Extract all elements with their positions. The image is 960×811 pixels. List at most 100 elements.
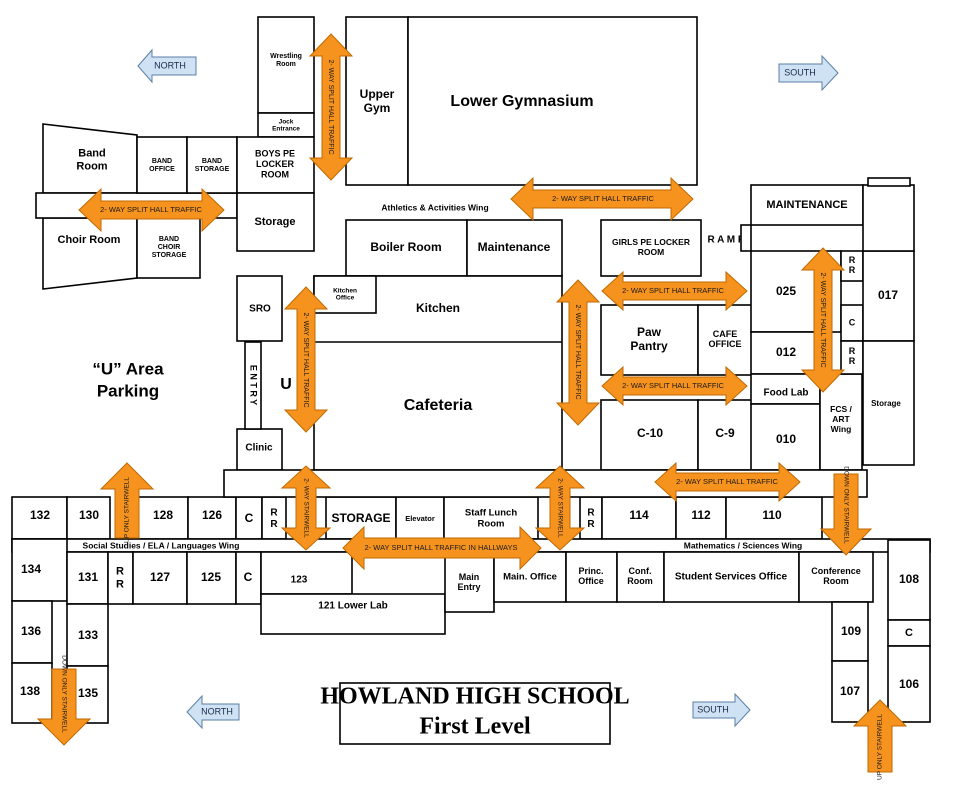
arrow-label: 2- WAY SPLIT HALL TRAFFIC — [302, 312, 309, 407]
up-only-stairwell-left: UP ONLY STAIRWELL — [99, 462, 155, 543]
arrow-label: 2- WAY SPLIT HALL TRAFFIC — [622, 381, 724, 390]
ramp-stub — [740, 224, 752, 252]
room-109 — [831, 601, 869, 662]
student-services-office — [663, 551, 800, 603]
title-line2: First Level — [419, 714, 531, 740]
arrow-label: UP ONLY STAIRWELL — [124, 477, 131, 543]
label-c-lower-left: C — [244, 570, 253, 584]
label-133: 133 — [78, 628, 98, 642]
girls-pe-locker-room — [600, 219, 702, 277]
room-107 — [831, 660, 869, 723]
label-social-wing: Social Studies / ELA / Languages Wing — [83, 540, 240, 550]
label-clinic: Clinic — [245, 443, 273, 454]
label-maintenance-top: MAINTENANCE — [766, 199, 847, 211]
label-main-office: Main. Office — [503, 572, 557, 583]
label-food-lab: Food Lab — [764, 388, 809, 399]
arrow-label: DOWN ONLY STAIRWELL — [60, 655, 67, 733]
south-arrow-icon — [692, 692, 751, 728]
label-maintenance-mid: Maintenance — [478, 240, 551, 254]
room-138 — [11, 662, 53, 724]
label-128: 128 — [153, 508, 173, 522]
parking-line2: Parking — [97, 381, 159, 400]
two-way-arrow-icon — [555, 279, 601, 426]
label-114: 114 — [629, 508, 649, 522]
parking-line1: “U” Area — [92, 359, 164, 378]
arrow-label: DOWN ONLY STAIRWELL — [842, 466, 849, 544]
label-108: 108 — [899, 572, 919, 586]
traffic-arrow-cafeteria: 2- WAY SPLIT HALL TRAFFIC — [555, 279, 601, 426]
room-130 — [66, 496, 111, 540]
traffic-arrow-hallways: 2- WAY SPLIT HALL TRAFFIC IN HALLWAYS — [342, 525, 542, 571]
down-only-stairwell-right: DOWN ONLY STAIRWELL — [819, 466, 873, 556]
arrow-label: UP ONLY STAIRWELL — [877, 714, 884, 780]
room-114 — [601, 496, 677, 540]
lower-gymnasium — [407, 16, 698, 186]
two-way-arrow-icon — [601, 365, 748, 407]
band-storage — [186, 136, 238, 194]
title-box: HOWLAND HIGH SCHOOL First Level — [320, 682, 630, 745]
label-c-017: C — [849, 317, 856, 327]
princ-office — [565, 551, 618, 603]
two-way-stairwell-mid: 2- WAY STAIRWELL — [534, 465, 586, 551]
down-arrow-icon — [36, 668, 92, 746]
room-123 — [260, 551, 353, 595]
arrow-label: 2- WAY SPLIT HALL TRAFFIC — [327, 59, 334, 154]
compass-north-bottom: NORTH — [186, 694, 240, 730]
label-025: 025 — [776, 284, 796, 298]
storage-right — [862, 340, 915, 466]
entry-vestibule — [244, 341, 262, 430]
room-136 — [11, 600, 53, 664]
label-c9: C-9 — [715, 426, 735, 440]
label-138: 138 — [20, 684, 40, 698]
traffic-arrow-sro: 2- WAY SPLIT HALL TRAFFIC — [283, 286, 329, 433]
north-arrow-icon — [137, 48, 197, 84]
label-storage-main: STORAGE — [331, 511, 390, 525]
compass-north-top: NORTH — [137, 48, 197, 84]
room-017 — [862, 250, 915, 342]
label-student-services: Student Services Office — [675, 572, 788, 583]
maintenance-top — [750, 184, 864, 226]
label-c-lower-right: C — [905, 627, 913, 639]
room-133 — [66, 603, 109, 667]
label-ramp: R A M P — [707, 235, 744, 246]
label-boiler: Boiler Room — [370, 240, 441, 254]
label-132: 132 — [30, 508, 50, 522]
title-line1: HOWLAND HIGH SCHOOL — [320, 684, 629, 710]
arrow-label: 2- WAY SPLIT HALL TRAFFIC — [574, 304, 581, 399]
two-way-arrow-icon — [800, 247, 846, 393]
compass-south-bottom: SOUTH — [692, 692, 751, 728]
compass-south-top: SOUTH — [778, 54, 839, 92]
north-arrow-icon — [186, 694, 240, 730]
band-choir-storage — [136, 217, 201, 279]
label-109: 109 — [841, 624, 861, 638]
label-choir: Choir Room — [58, 234, 121, 246]
label-106: 106 — [899, 677, 919, 691]
label-u-mark: U — [280, 376, 292, 393]
two-way-arrow-icon — [510, 176, 694, 222]
up-only-stairwell-bottom: UP ONLY STAIRWELL — [852, 699, 908, 780]
two-way-arrow-icon — [283, 286, 329, 433]
label-conf-room: Conf.Room — [627, 566, 653, 586]
label-elevator: Elevator — [405, 514, 435, 523]
label-lower-gym: Lower Gymnasium — [450, 93, 593, 110]
storage-annex — [862, 184, 915, 252]
two-way-arrow-icon — [601, 270, 748, 312]
two-way-arrow-icon — [342, 525, 542, 571]
traffic-arrow-band: 2- WAY SPLIT HALL TRAFFIC — [78, 187, 225, 233]
